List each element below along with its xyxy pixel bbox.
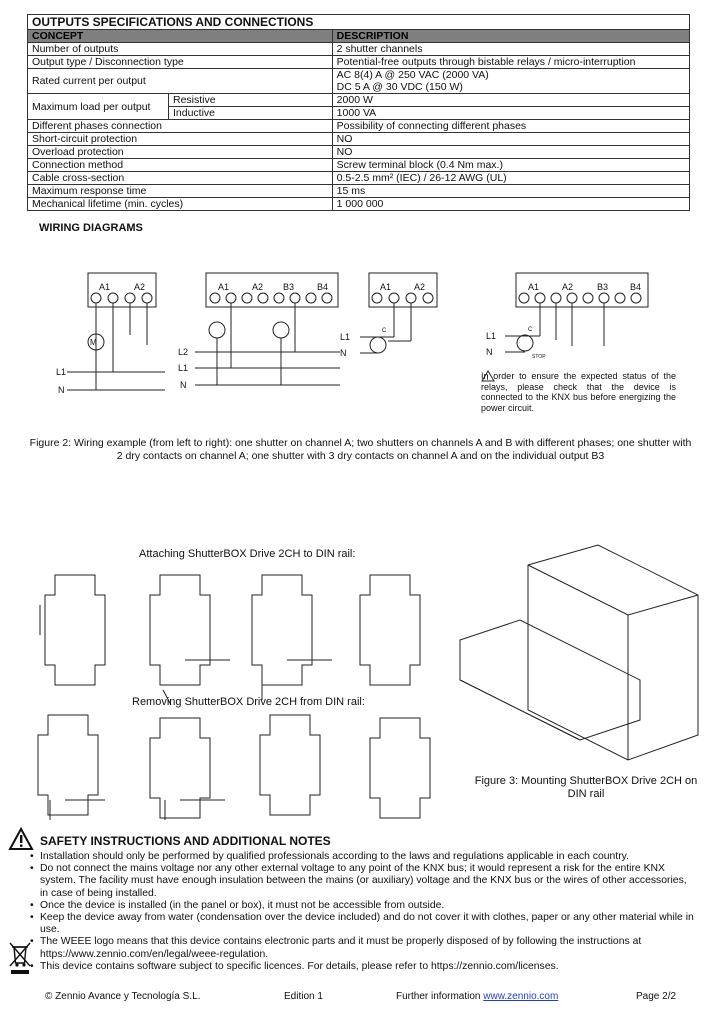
din-rail-remove-steps (37, 714, 431, 820)
specs-table: OUTPUTS SPECIFICATIONS AND CONNECTIONS C… (27, 14, 691, 211)
svg-text:A2: A2 (252, 282, 263, 292)
description-header: DESCRIPTION (331, 29, 691, 43)
figure-3-caption: Figure 3: Mounting ShutterBOX Drive 2CH … (474, 775, 698, 800)
table-title: OUTPUTS SPECIFICATIONS AND CONNECTIONS (27, 14, 690, 30)
list-item: Installation should only be performed by… (30, 851, 695, 863)
svg-text:N: N (180, 380, 187, 390)
safety-list: Installation should only be performed by… (30, 851, 695, 973)
svg-text:A2: A2 (414, 282, 425, 292)
table-row: Mechanical lifetime (min. cycles)1 000 0… (27, 197, 691, 211)
svg-text:L1: L1 (340, 332, 350, 342)
svg-text:L2: L2 (178, 347, 188, 357)
svg-text:A2: A2 (562, 282, 573, 292)
label-m: M (90, 338, 97, 347)
warning-icon (8, 826, 34, 850)
label-l1: L1 (56, 367, 66, 377)
svg-text:L1: L1 (178, 363, 188, 373)
list-item: Do not connect the mains voltage nor any… (30, 863, 695, 900)
wiring-diagram-3: A1 A2 L1 N C (340, 272, 438, 358)
zennio-link[interactable]: www.zennio.com (483, 991, 559, 1002)
svg-text:C: C (382, 328, 387, 334)
device-on-din-rail-illustration (459, 544, 699, 761)
svg-text:B3: B3 (283, 282, 294, 292)
svg-text:B4: B4 (317, 282, 328, 292)
weee-bin-icon (9, 942, 31, 974)
label-a1: A1 (99, 282, 110, 292)
svg-text:N: N (340, 348, 347, 358)
list-item: Once the device is installed (in the pan… (30, 900, 695, 912)
svg-text:C: C (528, 327, 533, 333)
footer-edition: Edition 1 (284, 991, 323, 1002)
figure-2-caption: Figure 2: Wiring example (from left to r… (29, 437, 692, 462)
svg-text:A1: A1 (528, 282, 539, 292)
din-rail-attach-steps (39, 574, 421, 706)
footer-company: © Zennio Avance y Tecnología S.L. (45, 991, 201, 1002)
list-item: This device contains software subject to… (30, 961, 695, 973)
svg-text:N: N (486, 347, 493, 357)
wiring-diagram-4: A1 A2 B3 B4 L1 N C STOP (486, 272, 649, 360)
wiring-diagram-1: A1 A2 M L1 N (56, 272, 165, 395)
footer-page: Page 2/2 (636, 991, 677, 1002)
svg-text:A1: A1 (380, 282, 391, 292)
svg-text:STOP: STOP (532, 354, 546, 360)
warning-note: In order to ensure the expected status o… (481, 371, 676, 413)
concept-header: CONCEPT (27, 29, 333, 43)
safety-title: SAFETY INSTRUCTIONS AND ADDITIONAL NOTES (40, 834, 331, 848)
svg-text:A1: A1 (218, 282, 229, 292)
list-item: The WEEE logo means that this device con… (30, 936, 695, 960)
wiring-title: WIRING DIAGRAMS (39, 222, 143, 234)
svg-text:L1: L1 (486, 331, 496, 341)
label-n: N (58, 385, 65, 395)
wiring-diagram-2: A1 A2 B3 B4 L2 L1 N (178, 272, 340, 390)
attach-caption: Attaching ShutterBOX Drive 2CH to DIN ra… (139, 548, 356, 560)
list-item: Keep the device away from water (condens… (30, 912, 695, 936)
remove-caption: Removing ShutterBOX Drive 2CH from DIN r… (132, 696, 365, 708)
footer-info: Further information www.zennio.com (396, 991, 559, 1002)
svg-text:B3: B3 (597, 282, 608, 292)
svg-text:B4: B4 (630, 282, 641, 292)
label-a2: A2 (134, 282, 145, 292)
